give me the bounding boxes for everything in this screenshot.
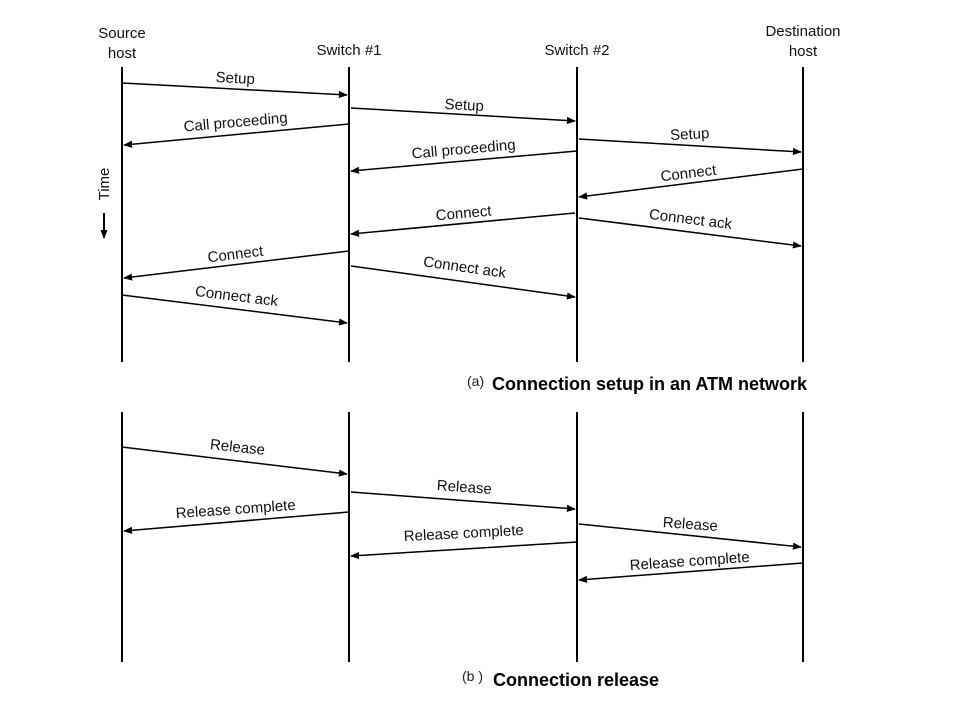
- part-b-caption: Connection release: [493, 670, 659, 690]
- time-label: Time: [96, 168, 113, 201]
- arrow-b-relcomp-1: [123, 511, 350, 534]
- msg-a-setup-2: Setup: [444, 96, 484, 115]
- arrow-a-connack-1: [578, 217, 802, 249]
- arrow-b-release-1: [121, 446, 348, 477]
- arrow-b-release-2: [350, 491, 576, 512]
- msg-a-callproc-2: Call proceeding: [411, 137, 516, 163]
- msg-a-connect-2: Connect: [435, 203, 493, 225]
- part-a-letter: (a): [467, 373, 484, 389]
- msg-b-release-1: Release: [209, 436, 266, 459]
- arrow-b-relcomp-3: [578, 562, 804, 583]
- msg-a-setup-1: Setup: [215, 69, 255, 88]
- source-host-label-line1: Source: [98, 25, 146, 42]
- msg-b-release-3: Release: [662, 514, 718, 535]
- part-b-messages: Release Release Release complete Release…: [121, 436, 804, 583]
- arrow-b-relcomp-2: [350, 541, 578, 560]
- msg-b-release-2: Release: [436, 477, 492, 498]
- switch2-label: Switch #2: [544, 42, 609, 59]
- msg-b-relcomp-3: Release complete: [629, 549, 750, 574]
- msg-a-connect-1: Connect: [660, 162, 718, 186]
- arrow-a-connect-2: [350, 212, 576, 237]
- arrow-a-callproc-2: [350, 150, 578, 174]
- source-host-label-line2: host: [108, 45, 137, 62]
- arrow-a-connect-3: [123, 250, 350, 281]
- part-a-messages: Setup Setup Call proceeding Setup Call p…: [121, 69, 804, 326]
- part-b-lifelines: [121, 412, 804, 662]
- arrow-a-setup-3: [578, 138, 802, 156]
- arrow-a-setup-2: [350, 107, 576, 125]
- part-a-lifelines: [121, 67, 804, 362]
- msg-a-setup-3: Setup: [670, 125, 710, 144]
- arrow-b-release-3: [578, 523, 802, 550]
- part-b-letter: (b ): [462, 668, 483, 684]
- msg-a-connect-3: Connect: [207, 243, 265, 267]
- dest-host-label-line2: host: [789, 43, 818, 60]
- switch1-label: Switch #1: [316, 42, 381, 59]
- arrow-a-connect-1: [578, 168, 804, 200]
- msg-b-relcomp-2: Release complete: [403, 522, 524, 545]
- arrow-a-callproc-1: [123, 123, 350, 148]
- dest-host-label-line1: Destination: [765, 23, 840, 40]
- arrow-a-setup-1: [121, 82, 348, 99]
- arrow-a-connack-3: [121, 294, 348, 326]
- part-a-caption: Connection setup in an ATM network: [492, 374, 808, 394]
- arrow-a-connack-2: [350, 265, 576, 300]
